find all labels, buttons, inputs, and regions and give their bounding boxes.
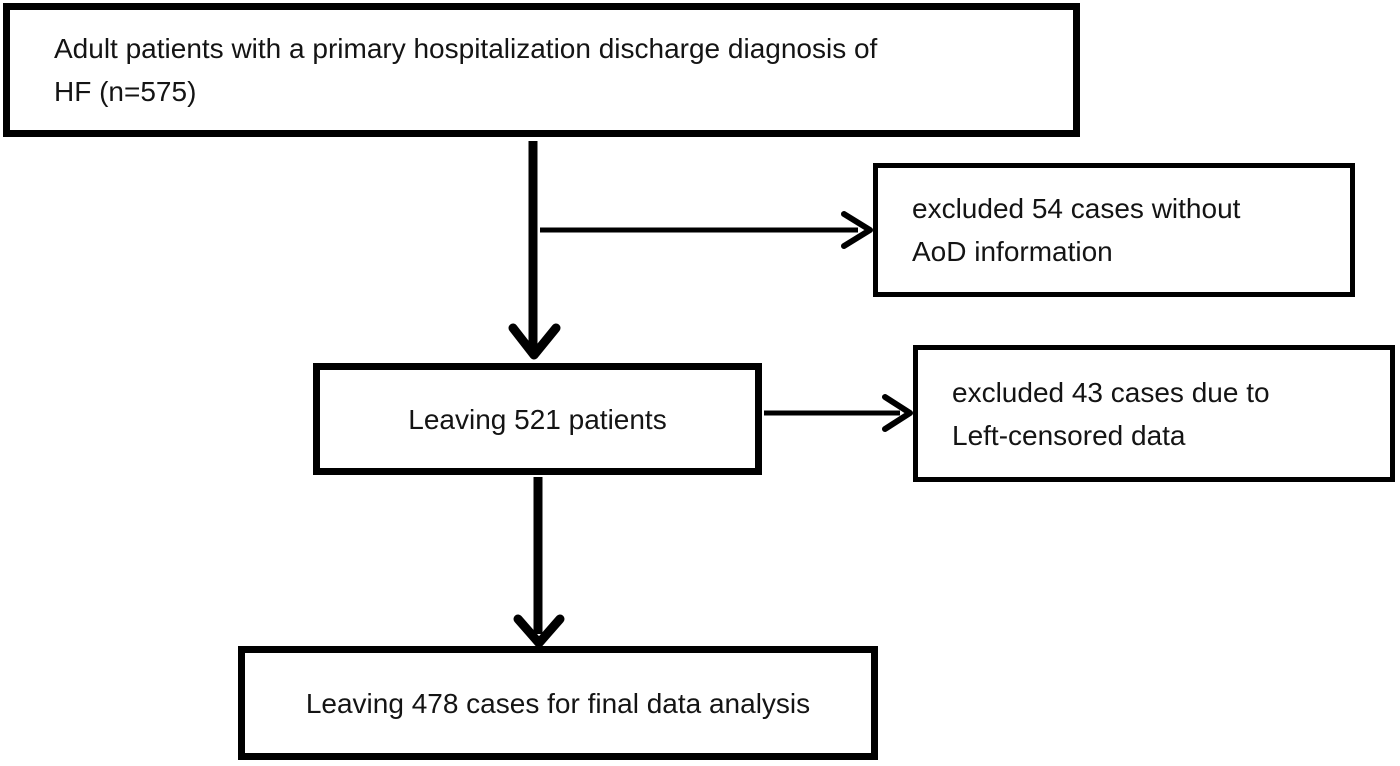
node-text-line: AoD information (912, 236, 1113, 267)
arrowhead-down-icon (508, 323, 561, 360)
node-leaving-478-final: Leaving 478 cases for final data analysi… (238, 646, 878, 760)
arrow-leaving521-to-final (513, 477, 565, 648)
node-text-line: HF (n=575) (54, 76, 197, 107)
node-excluded-43-left-censored: excluded 43 cases due to Left-censored d… (913, 345, 1395, 482)
arrow-enrollment-to-leaving521 (508, 141, 561, 360)
node-text-line: Adult patients with a primary hospitaliz… (54, 33, 878, 64)
arrowhead-right-icon (882, 394, 913, 432)
node-text-line: Leaving 478 cases for final data analysi… (305, 687, 811, 719)
node-text-line: excluded 43 cases due to (952, 376, 1270, 408)
arrowhead-right-icon (841, 211, 873, 249)
node-text-line: Leaving 521 patients (408, 403, 667, 435)
arrowhead-down-icon (513, 614, 565, 648)
arrow-leaving521-to-excluded43 (764, 394, 913, 432)
node-text-line: Left-censored data (952, 419, 1186, 451)
node-enrollment: Adult patients with a primary hospitaliz… (3, 3, 1080, 137)
node-leaving-521: Leaving 521 patients (313, 363, 762, 475)
node-text-line: excluded 54 cases without (912, 193, 1241, 224)
node-excluded-54-no-aod: excluded 54 cases without AoD informatio… (873, 163, 1355, 297)
arrow-branch-to-excluded54 (540, 211, 873, 249)
